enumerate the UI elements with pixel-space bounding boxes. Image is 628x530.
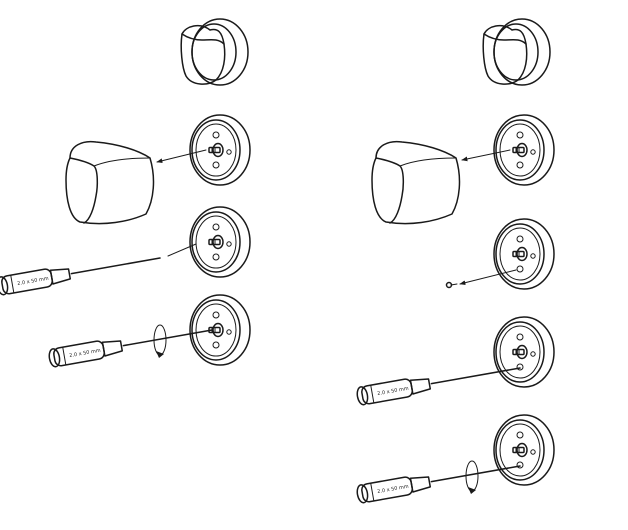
left-step-4-screwdriver-turn: 2.0 x 50 mm [47, 294, 251, 369]
rotation-arrow-icon [153, 324, 167, 359]
screwdriver-label: 2.0 x 50 mm [377, 386, 409, 397]
right-procedure: 2.0 x 50 mm 2.0 x 50 mm [355, 18, 555, 505]
screwdriver-label: 2.0 x 50 mm [17, 276, 49, 287]
left-step-3-screwdriver-insert: 2.0 x 50 mm [0, 206, 251, 297]
left-pull-arrow [156, 149, 207, 164]
screwdriver-label: 2.0 x 50 mm [69, 348, 101, 359]
left-insert-guide [167, 243, 197, 257]
rotation-arrow-icon [465, 460, 479, 495]
left-step-2-knob-removed [65, 114, 251, 225]
right-step-4-screwdriver-insert: 2.0 x 50 mm [355, 316, 555, 407]
set-screw [445, 281, 458, 289]
right-step-2-knob-removed [371, 114, 555, 225]
set-screw-arrow [459, 269, 517, 286]
right-step-3-set-screw-removed [445, 218, 555, 290]
right-step-5-screwdriver-turn: 2.0 x 50 mm [355, 414, 555, 505]
right-step-1-knob-in-place [482, 18, 551, 86]
screwdriver-label: 2.0 x 50 mm [377, 484, 409, 495]
left-procedure: 2.0 x 50 mm 2.0 x 50 mm [0, 18, 251, 369]
right-pull-arrow [461, 149, 511, 162]
left-step-1-knob-in-place [180, 18, 249, 86]
